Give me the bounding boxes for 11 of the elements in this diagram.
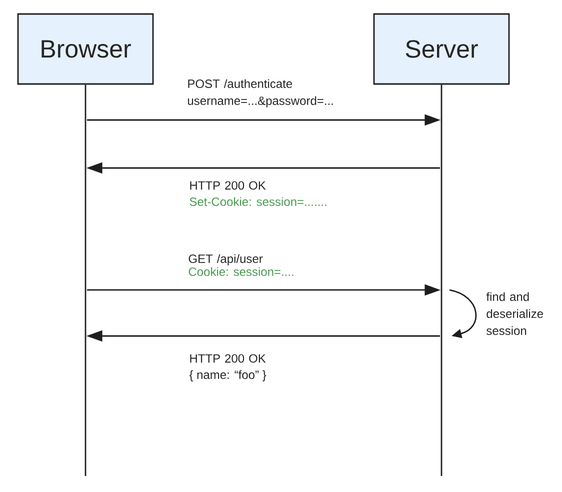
- message-text: Cookie: session=....: [188, 267, 294, 276]
- self-call-arrow: [449, 289, 477, 338]
- edge-label: GET /api/user: [188, 254, 263, 266]
- participant-box: Browser: [17, 13, 154, 85]
- edge-label: HTTP 200 OK: [190, 354, 266, 363]
- participant-box: Server: [373, 13, 510, 85]
- message-text: { name: “foo” }: [189, 370, 266, 382]
- edge-label: POST /authenticate username=...&password=...: [188, 79, 333, 108]
- message-text: Set-Cookie: session=.......: [190, 197, 326, 206]
- edge-label: find and deserialize session: [486, 292, 543, 335]
- edge-label: HTTP 200 OK: [190, 181, 266, 190]
